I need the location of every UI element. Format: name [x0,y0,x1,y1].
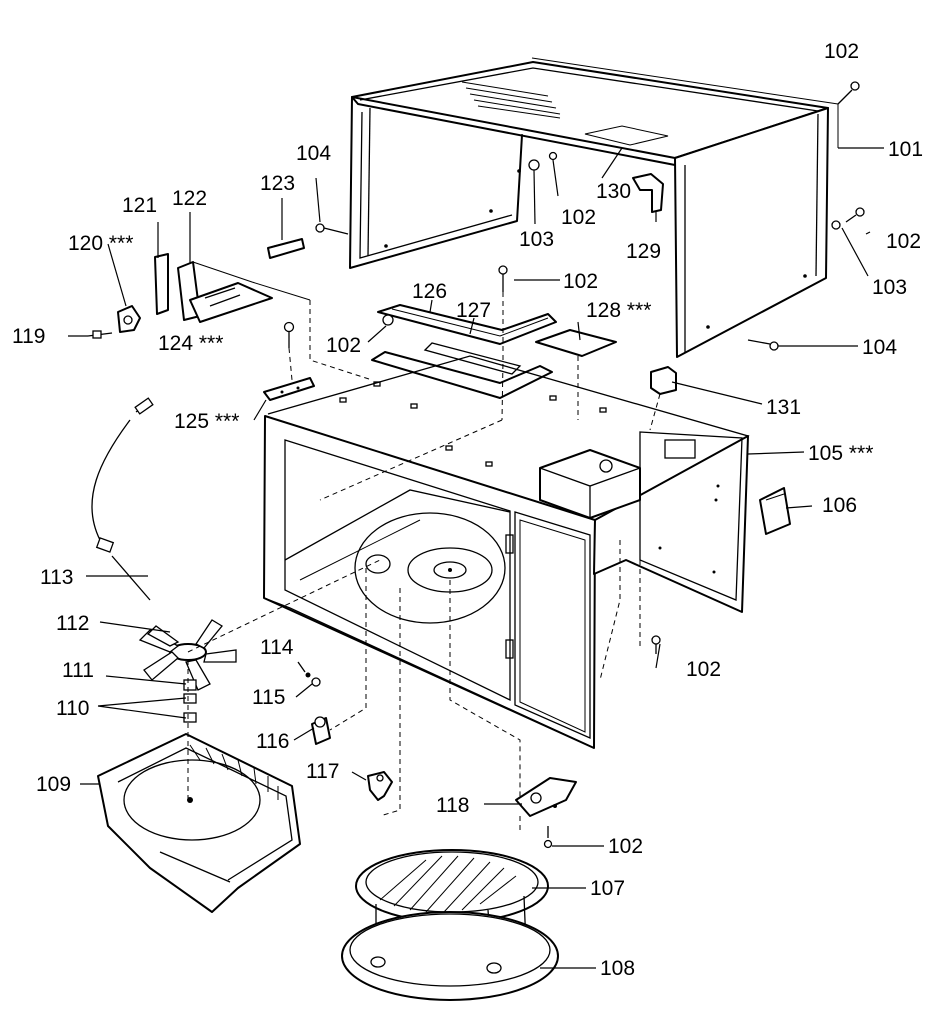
label-116: 116 [256,730,289,753]
block-131 [650,366,677,395]
label-130: 130 [596,180,631,203]
label-102-left: 102 [326,334,361,357]
fan-housing-109 [97,733,301,913]
label-122: 122 [172,187,207,210]
screw-102-left-frame [382,314,394,326]
screw-102-top-right [837,81,860,105]
screw-124 [283,321,295,348]
label-102-right: 102 [886,230,921,253]
screw-114 [297,661,311,678]
fan-112 [138,619,237,691]
top-plate-holes [339,381,607,467]
bracket-assembly-121-122 [154,253,311,323]
label-127: 127 [456,299,491,322]
switch-120 [117,305,141,333]
label-115: 115 [252,686,285,709]
alignment-lines [187,292,661,834]
screw-102-center [498,265,508,292]
clip-115 [311,677,321,687]
label-102-bottom: 102 [608,835,643,858]
motor-118 [515,777,577,849]
label-102-center-top: 102 [561,206,596,229]
leader-lines [68,147,884,969]
turntable-base-108 [341,911,559,1001]
label-110: 110 [56,697,89,720]
label-118: 118 [436,794,469,817]
strip-123 [267,238,305,259]
label-111: 111 [62,659,94,682]
label-109: 109 [36,773,71,796]
inner-chassis-105 [263,355,750,749]
label-121: 121 [122,194,157,217]
label-104-bottom: 104 [862,336,897,359]
label-101: 101 [888,138,923,161]
label-114: 114 [260,636,294,659]
bracket-129 [632,173,664,213]
label-103-left: 103 [519,228,554,251]
label-125: 125 *** [174,410,239,433]
label-113: 113 [40,566,73,589]
cabinet-vent-slots [461,81,561,119]
fuse-holder-117 [367,771,393,801]
screw-119 [87,330,113,339]
label-120: 120 *** [68,232,133,255]
label-112: 112 [56,612,89,635]
label-105: 105 *** [808,442,873,465]
label-123: 123 [260,172,295,195]
label-129: 129 [626,240,661,263]
washer-103-right [831,220,841,230]
label-104-top: 104 [296,142,331,165]
label-128: 128 *** [586,299,651,322]
label-102-top: 102 [824,40,859,63]
label-124: 124 *** [158,332,223,355]
wire-113 [91,397,154,601]
label-126: 126 [412,280,447,303]
screw-102-lower-right [651,635,661,654]
thermostat-116 [311,716,331,745]
label-102-center: 102 [563,270,598,293]
screw-102-center-top [528,151,558,171]
label-103-right: 103 [872,276,907,299]
screw-104-bottom [747,339,779,351]
label-106: 106 [822,494,857,517]
part-labels: 102 101 104 130 102 103 102 129 103 102 … [12,40,923,980]
label-107: 107 [590,877,625,900]
plate-128 [535,329,617,357]
label-108: 108 [600,957,635,980]
screw-102-right [845,207,865,223]
seal-frame-126-127 [371,304,557,399]
screw-104-top [315,223,349,235]
label-131: 131 [766,396,801,419]
bracket-125 [263,377,315,401]
label-102-lower-right: 102 [686,658,721,681]
label-117: 117 [306,760,339,783]
label-119: 119 [12,325,45,348]
nut-111 [183,679,197,691]
plate-106 [759,487,791,535]
outer-cabinet-101 [349,57,839,358]
